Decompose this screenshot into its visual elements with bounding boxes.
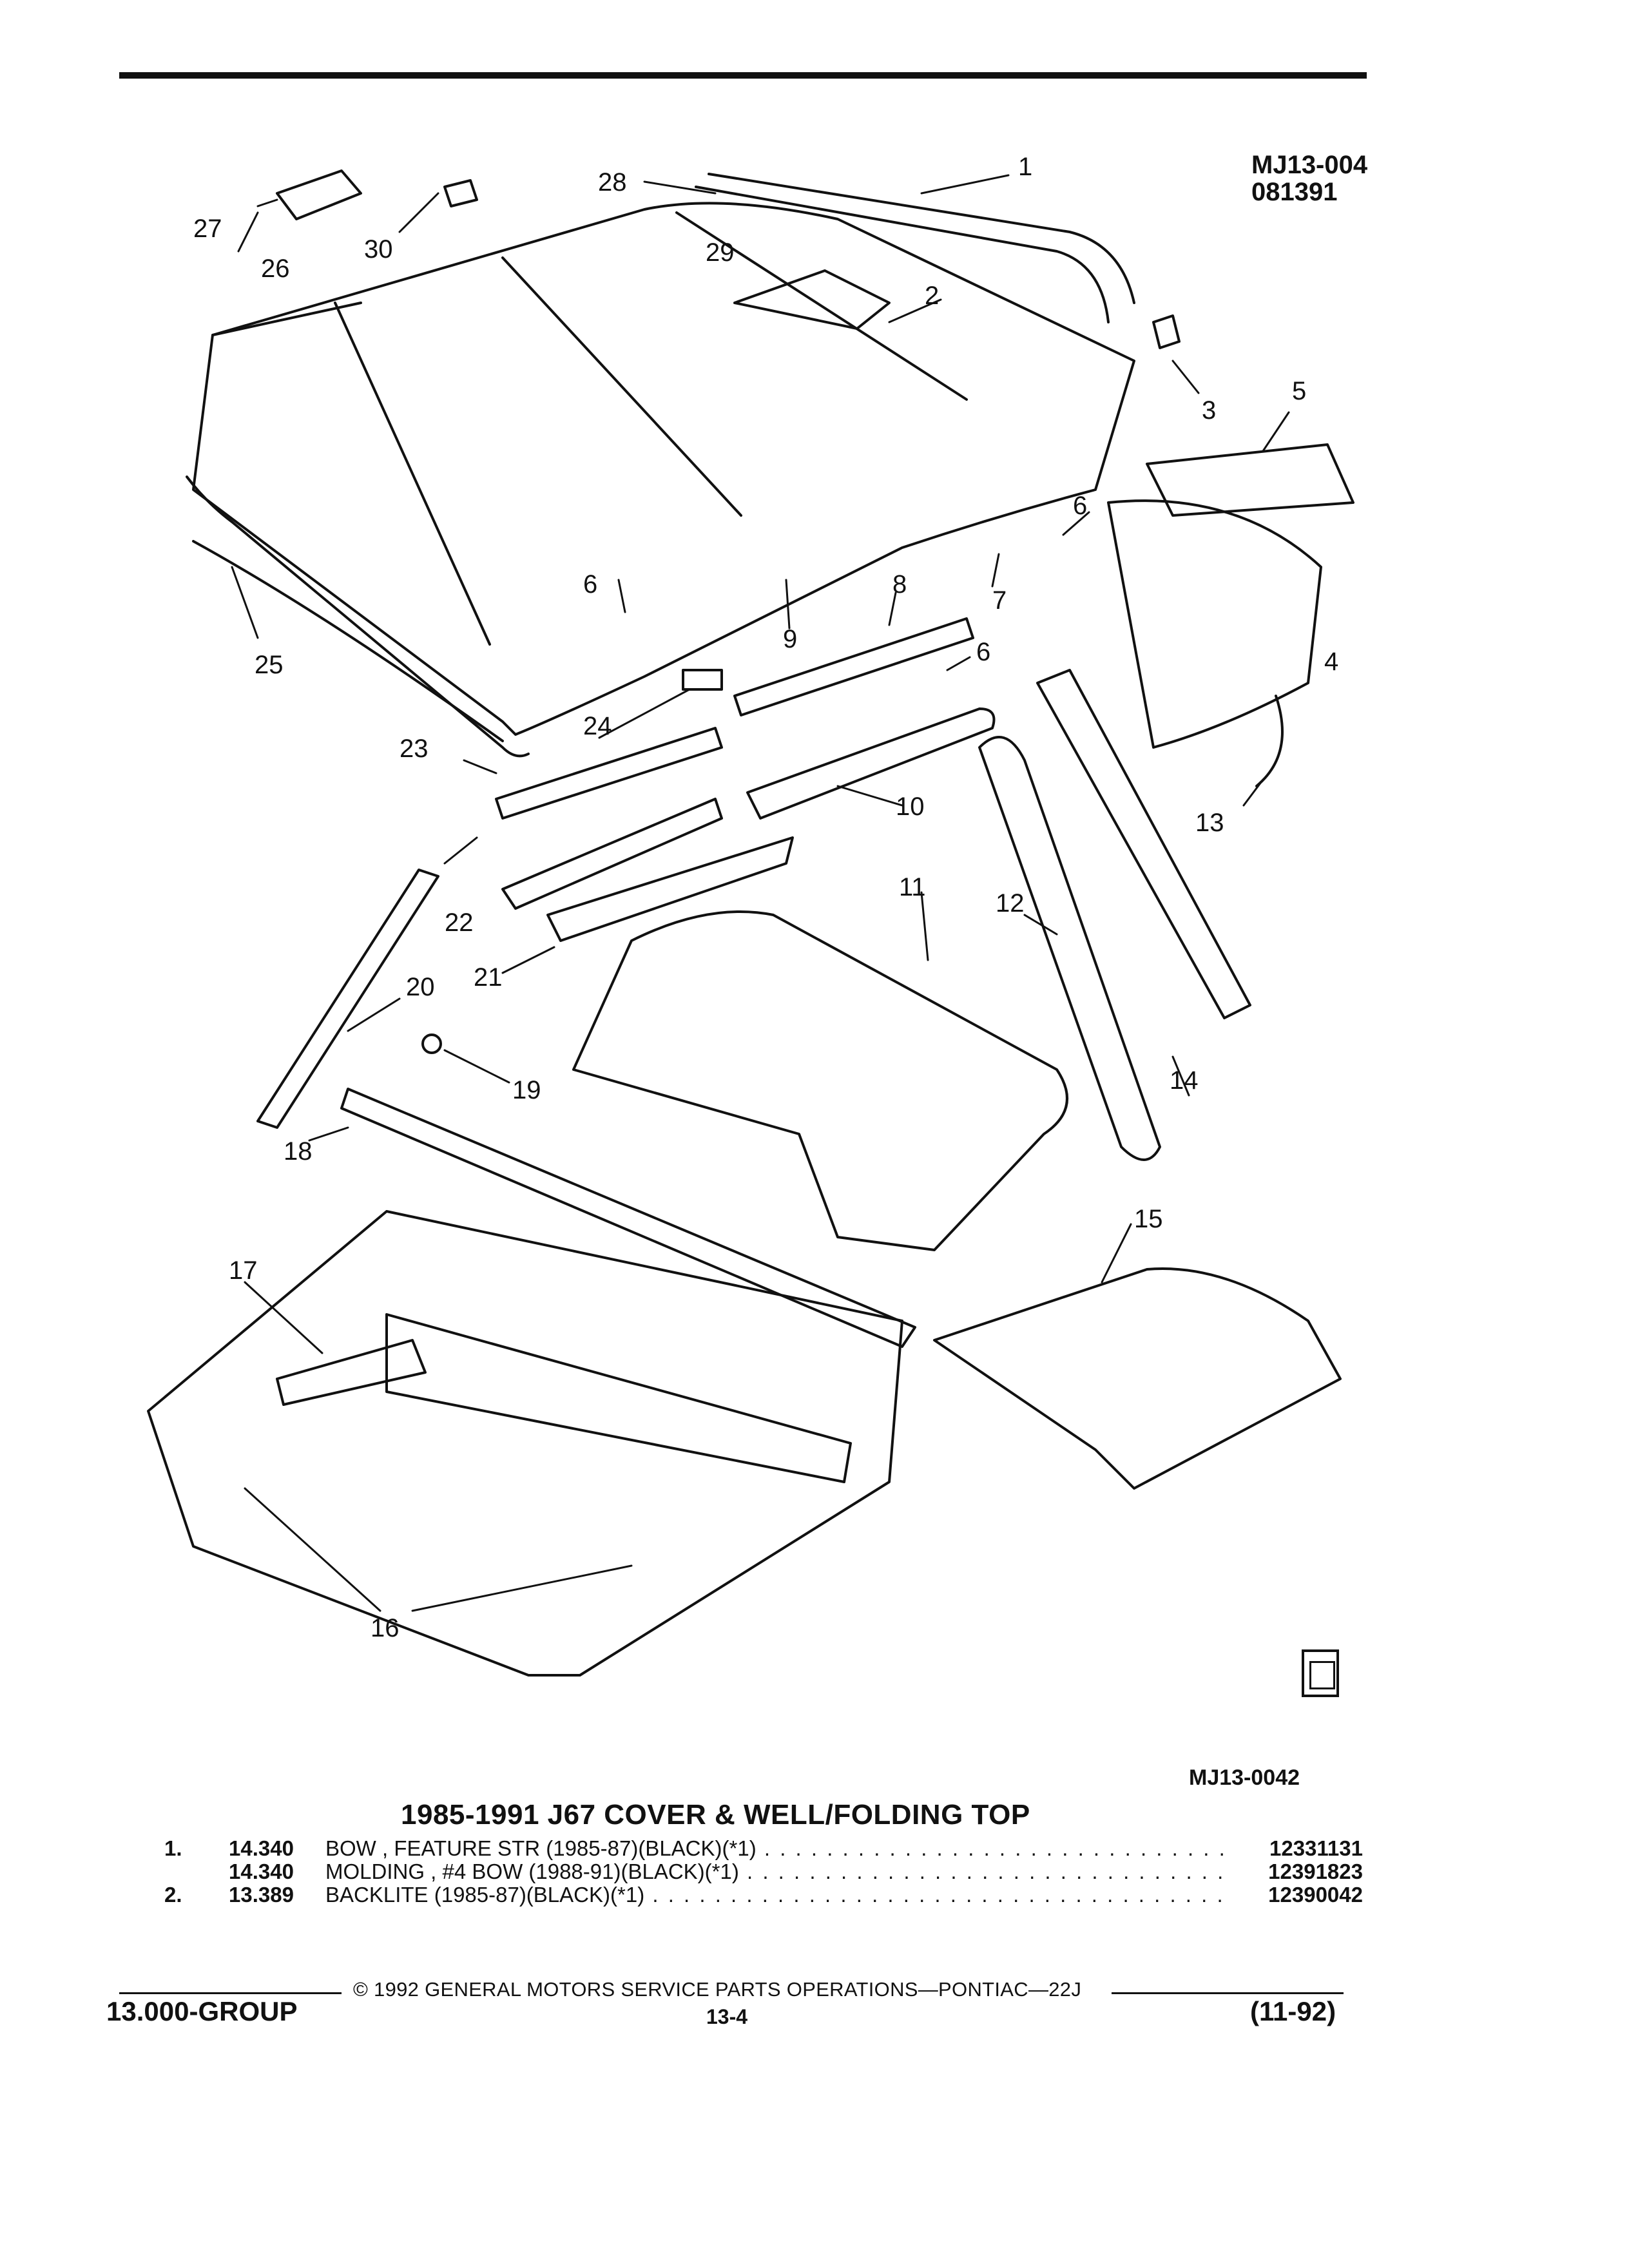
- top-cover-front-edge: [186, 476, 530, 758]
- backlite-shape: [733, 269, 891, 330]
- callout-17: 17: [229, 1256, 258, 1285]
- boot-bag-15: [933, 1267, 1342, 1490]
- top-cover-seam-3: [675, 211, 968, 401]
- well-side-4: [1107, 499, 1322, 749]
- part-description: BOW , FEATURE STR (1985-87)(BLACK)(*1): [325, 1836, 1228, 1861]
- callout-30: 30: [364, 235, 393, 264]
- bow-strip-1: [708, 173, 1135, 304]
- pad-21: [546, 836, 794, 942]
- rail-22: [501, 798, 723, 910]
- callout-29: 29: [706, 238, 735, 267]
- callout-23: 23: [400, 735, 429, 763]
- callout-3: 3: [1202, 396, 1216, 425]
- callout-14: 14: [1170, 1066, 1199, 1095]
- bracket-3: [1152, 314, 1181, 349]
- callout-19: 19: [512, 1076, 541, 1104]
- callout-12: 12: [996, 889, 1025, 918]
- footer-rule-left: [119, 1992, 342, 1994]
- callout-1: 1: [1018, 153, 1032, 181]
- part-row: 1. 14.340 BOW , FEATURE STR (1985-87)(BL…: [164, 1836, 1363, 1860]
- callout-24: 24: [583, 712, 612, 740]
- top-cover-seam-1: [334, 302, 491, 646]
- callout-28: 28: [598, 168, 627, 197]
- part-item-number: 1.: [164, 1836, 182, 1860]
- footer-rule-right: [1112, 1992, 1344, 1994]
- part-group-code: 14.340: [229, 1860, 294, 1883]
- copyright-notice: © 1992 GENERAL MOTORS SERVICE PARTS OPER…: [353, 1978, 1082, 2001]
- figure-code-line1: MJ13-004: [1251, 151, 1368, 179]
- body-lower: [147, 1210, 903, 1677]
- callout-25: 25: [255, 651, 284, 679]
- callout-6c: 6: [976, 638, 990, 666]
- part-row: 2. 13.389 BACKLITE (1985-87)(BLACK)(*1) …: [164, 1883, 1363, 1907]
- callout-11: 11: [899, 873, 926, 901]
- part-group-code: 13.389: [229, 1883, 294, 1907]
- part-group-code: 14.340: [229, 1836, 294, 1860]
- hinge-17: [276, 1339, 427, 1406]
- illustration-reference: MJ13-0042: [1189, 1765, 1300, 1790]
- bracket-30: [443, 179, 478, 207]
- group-label: 13.000-GROUP: [106, 1996, 298, 2026]
- callout-20: 20: [406, 973, 435, 1001]
- top-cover-outline: [192, 202, 1135, 736]
- top-cover-seam-2: [501, 256, 742, 517]
- callout-7: 7: [992, 586, 1007, 615]
- callout-4: 4: [1324, 648, 1338, 676]
- bracket-27: [276, 169, 362, 220]
- rail-25: [192, 540, 504, 742]
- callout-16: 16: [371, 1614, 400, 1642]
- parts-list: 1. 14.340 BOW , FEATURE STR (1985-87)(BL…: [164, 1836, 1363, 1907]
- part-number: 12331131: [1269, 1836, 1363, 1860]
- clip-24: [682, 669, 723, 691]
- clip-19: [421, 1033, 442, 1054]
- part-row: 14.340 MOLDING , #4 BOW (1988-91)(BLACK)…: [164, 1860, 1363, 1883]
- rail-23: [495, 727, 723, 820]
- cable-13: [1255, 695, 1284, 787]
- figure-code: MJ13-004 081391: [1251, 151, 1367, 206]
- revision-date: (11-92): [1250, 1996, 1336, 2026]
- strip-20: [256, 869, 439, 1129]
- rail-8: [733, 617, 974, 716]
- part-item-number: 2.: [164, 1883, 182, 1907]
- callout-26: 26: [261, 255, 290, 283]
- exploded-parts-diagram: 1 28 27 30 26 29 2 3 5 6 6 6 7 9 8 4 25 …: [147, 153, 1354, 1677]
- callout-10: 10: [896, 793, 925, 821]
- page-number: 13-4: [706, 2005, 748, 2028]
- part-description: BACKLITE (1985-87)(BLACK)(*1): [325, 1883, 1228, 1907]
- side-rail-14: [1036, 669, 1251, 1019]
- channel-5: [1146, 443, 1354, 517]
- rail-10: [746, 707, 996, 820]
- figure-code-line2: 081391: [1251, 178, 1338, 206]
- callout-8: 8: [892, 570, 907, 599]
- callout-6b: 6: [583, 570, 597, 599]
- section-title: 1985-1991 J67 COVER & WELL/FOLDING TOP: [401, 1799, 1030, 1831]
- part-description: MOLDING , #4 BOW (1988-91)(BLACK)(*1): [325, 1860, 1228, 1884]
- callout-21: 21: [474, 963, 503, 992]
- callout-5: 5: [1292, 377, 1306, 405]
- callout-13: 13: [1195, 809, 1224, 837]
- callout-15: 15: [1134, 1205, 1163, 1233]
- side-rail-12: [978, 736, 1161, 1161]
- part-number: 12391823: [1268, 1860, 1363, 1883]
- callout-18: 18: [284, 1137, 313, 1166]
- bow-strip-2: [695, 186, 1110, 323]
- callout-2: 2: [925, 282, 939, 310]
- top-rule: [119, 72, 1367, 79]
- callout-6a: 6: [1073, 492, 1087, 520]
- edge-26: [211, 302, 362, 336]
- body-window-opening: [385, 1313, 852, 1483]
- part-number: 12390042: [1268, 1883, 1363, 1907]
- well-liner-11: [572, 910, 1068, 1251]
- callout-9: 9: [783, 625, 797, 653]
- gm-spo-logo-icon: [1302, 1649, 1339, 1697]
- bar-18: [340, 1088, 916, 1348]
- callout-27: 27: [193, 215, 222, 243]
- callout-labels: 1 28 27 30 26 29 2 3 5 6 6 6 7 9 8 4 25 …: [193, 153, 1338, 1642]
- callout-22: 22: [445, 908, 474, 937]
